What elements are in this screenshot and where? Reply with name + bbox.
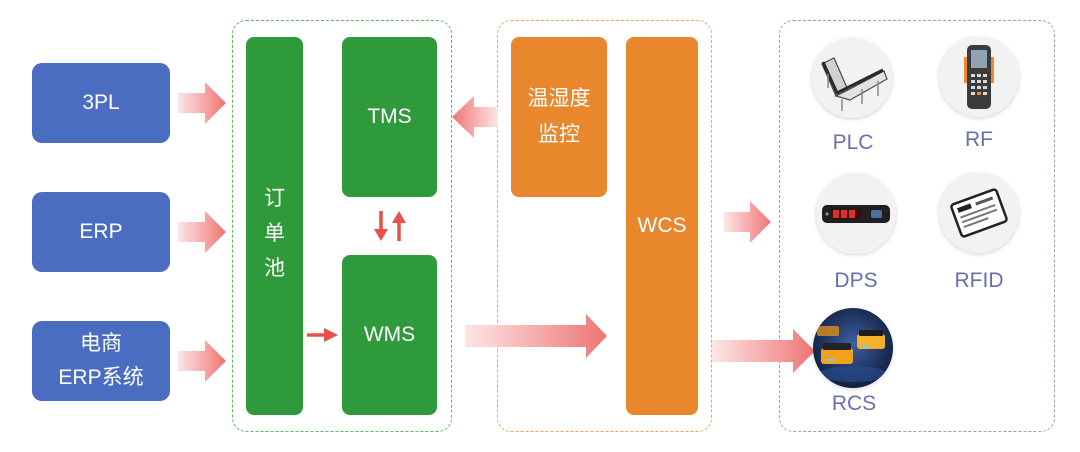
tms-box: TMS: [342, 37, 437, 197]
device-dps: [816, 174, 896, 254]
arrow-monitor-to-tms: [452, 96, 498, 138]
order-pool-char: 单: [264, 221, 285, 245]
arrow-wms-to-tms-up: [392, 211, 406, 241]
device-plc: [812, 38, 892, 118]
rfid-tag-icon: [950, 188, 1008, 238]
temperature-humidity-monitor-box: 温湿度 监控: [511, 37, 607, 197]
source-erp-box: ERP: [32, 192, 170, 272]
arrow-tms-to-wms-down: [374, 211, 388, 241]
arrow-wms-to-wcs: [465, 314, 607, 358]
source-erp-label: ERP: [79, 220, 123, 243]
device-rcs: [813, 308, 893, 388]
wcs-label: WCS: [637, 214, 687, 237]
wms-box: WMS: [342, 255, 437, 415]
arrow-wcs-to-devices: [724, 201, 771, 243]
order-pool-char: 订: [264, 186, 285, 210]
device-dps-label: DPS: [834, 269, 878, 292]
digital-picking-display-icon: [822, 205, 890, 223]
source-3pl-label: 3PL: [82, 91, 120, 114]
warehouse-robot-icon: [813, 308, 893, 388]
devices-group: [779, 20, 1055, 432]
arrow-ecommerce-to-order-pool: [178, 340, 226, 382]
conveyor-icon: [821, 57, 888, 111]
monitor-label-line1: 温湿度: [527, 87, 591, 110]
source-3pl-box: 3PL: [32, 63, 170, 143]
source-ecommerce-label-line2: ERP系统: [58, 366, 144, 389]
control-systems-group: [497, 20, 712, 432]
wcs-box: WCS: [626, 37, 698, 415]
device-rf: [939, 37, 1019, 117]
arrow-order-pool-to-wms: [307, 328, 338, 342]
device-plc-label: PLC: [832, 131, 874, 154]
monitor-label-line2: 监控: [538, 123, 580, 146]
order-pool-box: 订 单 池: [246, 37, 303, 415]
arrow-3pl-to-order-pool: [178, 82, 226, 124]
tms-label: TMS: [367, 105, 412, 128]
wms-label: WMS: [363, 323, 416, 346]
handheld-terminal-icon: [964, 45, 994, 109]
arrow-erp-to-order-pool: [178, 211, 226, 253]
core-systems-group: [232, 20, 452, 432]
arrow-wcs-to-rcs: [712, 329, 815, 373]
device-rf-label: RF: [965, 128, 993, 151]
order-pool-char: 池: [264, 256, 285, 280]
device-rfid-label: RFID: [954, 269, 1004, 292]
source-ecommerce-label-line1: 电商: [80, 332, 122, 355]
source-ecommerce-erp-box: 电商 ERP系统: [32, 321, 170, 401]
device-rfid: [939, 173, 1019, 253]
device-rcs-label: RCS: [831, 392, 877, 415]
